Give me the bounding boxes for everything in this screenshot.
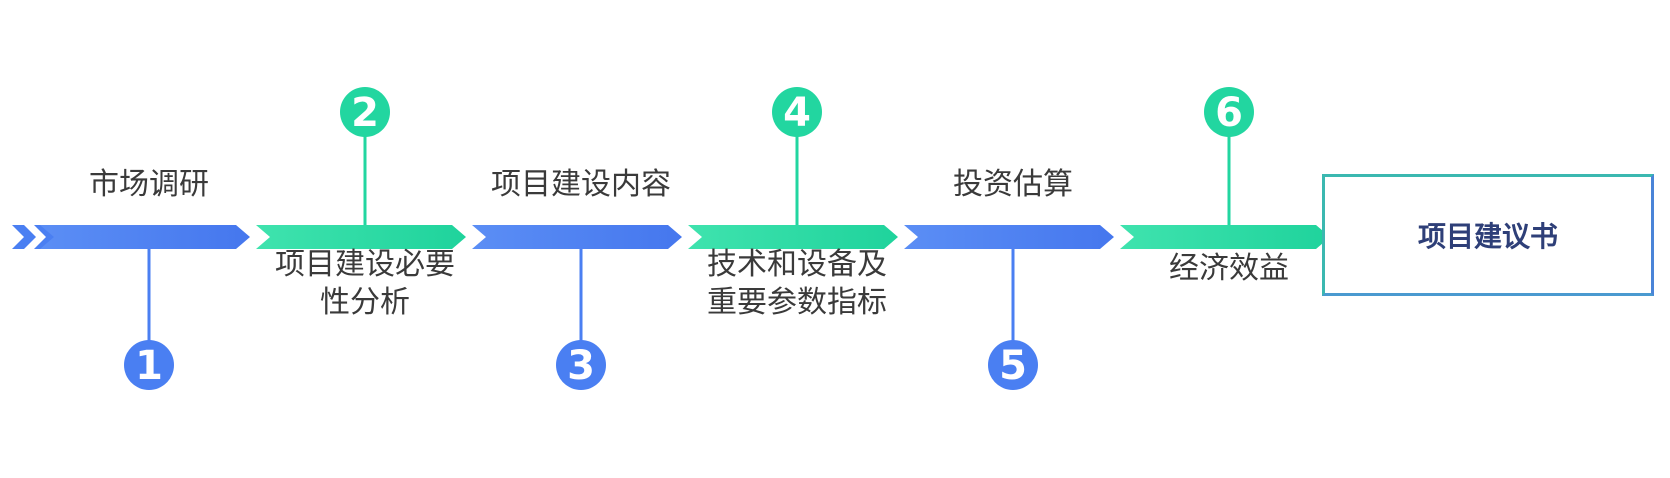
step-label-4: 技术和设备及重要参数指标 — [707, 246, 887, 322]
step-label-2: 项目建设必要性分析 — [275, 246, 455, 322]
step-label-3: 项目建设内容 — [491, 166, 671, 204]
step-label-line: 项目建设必要 — [275, 247, 455, 282]
step-label-line: 投资估算 — [953, 167, 1073, 202]
result-box: 项目建议书 — [1322, 174, 1654, 296]
badge-number-2: 2 — [351, 90, 379, 136]
badge-number-6: 6 — [1215, 90, 1243, 136]
badge-circle-4 — [772, 87, 822, 137]
badge-number-1: 1 — [135, 343, 163, 389]
lead-chevron-1 — [12, 225, 36, 249]
arrow-segment-3 — [472, 225, 682, 249]
connectors — [147, 132, 1231, 345]
arrow-segment-5 — [904, 225, 1114, 249]
badge-circle-2 — [340, 87, 390, 137]
arrow-segment-1 — [40, 225, 250, 249]
number-badges: 1 2 3 4 5 6 — [124, 87, 1254, 390]
badge-circle-5 — [988, 340, 1038, 390]
step-label-line: 市场调研 — [89, 167, 209, 202]
badge-circle-1 — [124, 340, 174, 390]
arrow-segment-4 — [688, 225, 898, 249]
step-label-line: 重要参数指标 — [707, 285, 887, 320]
step-label-1: 市场调研 — [89, 166, 209, 204]
badge-circle-3 — [556, 340, 606, 390]
arrow-segment-2 — [256, 225, 466, 249]
step-label-line: 性分析 — [320, 285, 410, 320]
badge-number-4: 4 — [783, 90, 811, 136]
arrow-segment-6 — [1120, 225, 1330, 249]
badge-number-5: 5 — [999, 343, 1027, 389]
step-label-line: 经济效益 — [1169, 251, 1289, 286]
badge-circle-6 — [1204, 87, 1254, 137]
badge-number-3: 3 — [567, 343, 595, 389]
result-label: 项目建议书 — [1417, 220, 1558, 253]
step-label-line: 技术和设备及 — [707, 247, 887, 282]
step-label-5: 投资估算 — [953, 166, 1073, 204]
step-label-line: 项目建设内容 — [491, 167, 671, 202]
arrow-chain — [40, 225, 1330, 249]
step-label-6: 经济效益 — [1169, 250, 1289, 288]
